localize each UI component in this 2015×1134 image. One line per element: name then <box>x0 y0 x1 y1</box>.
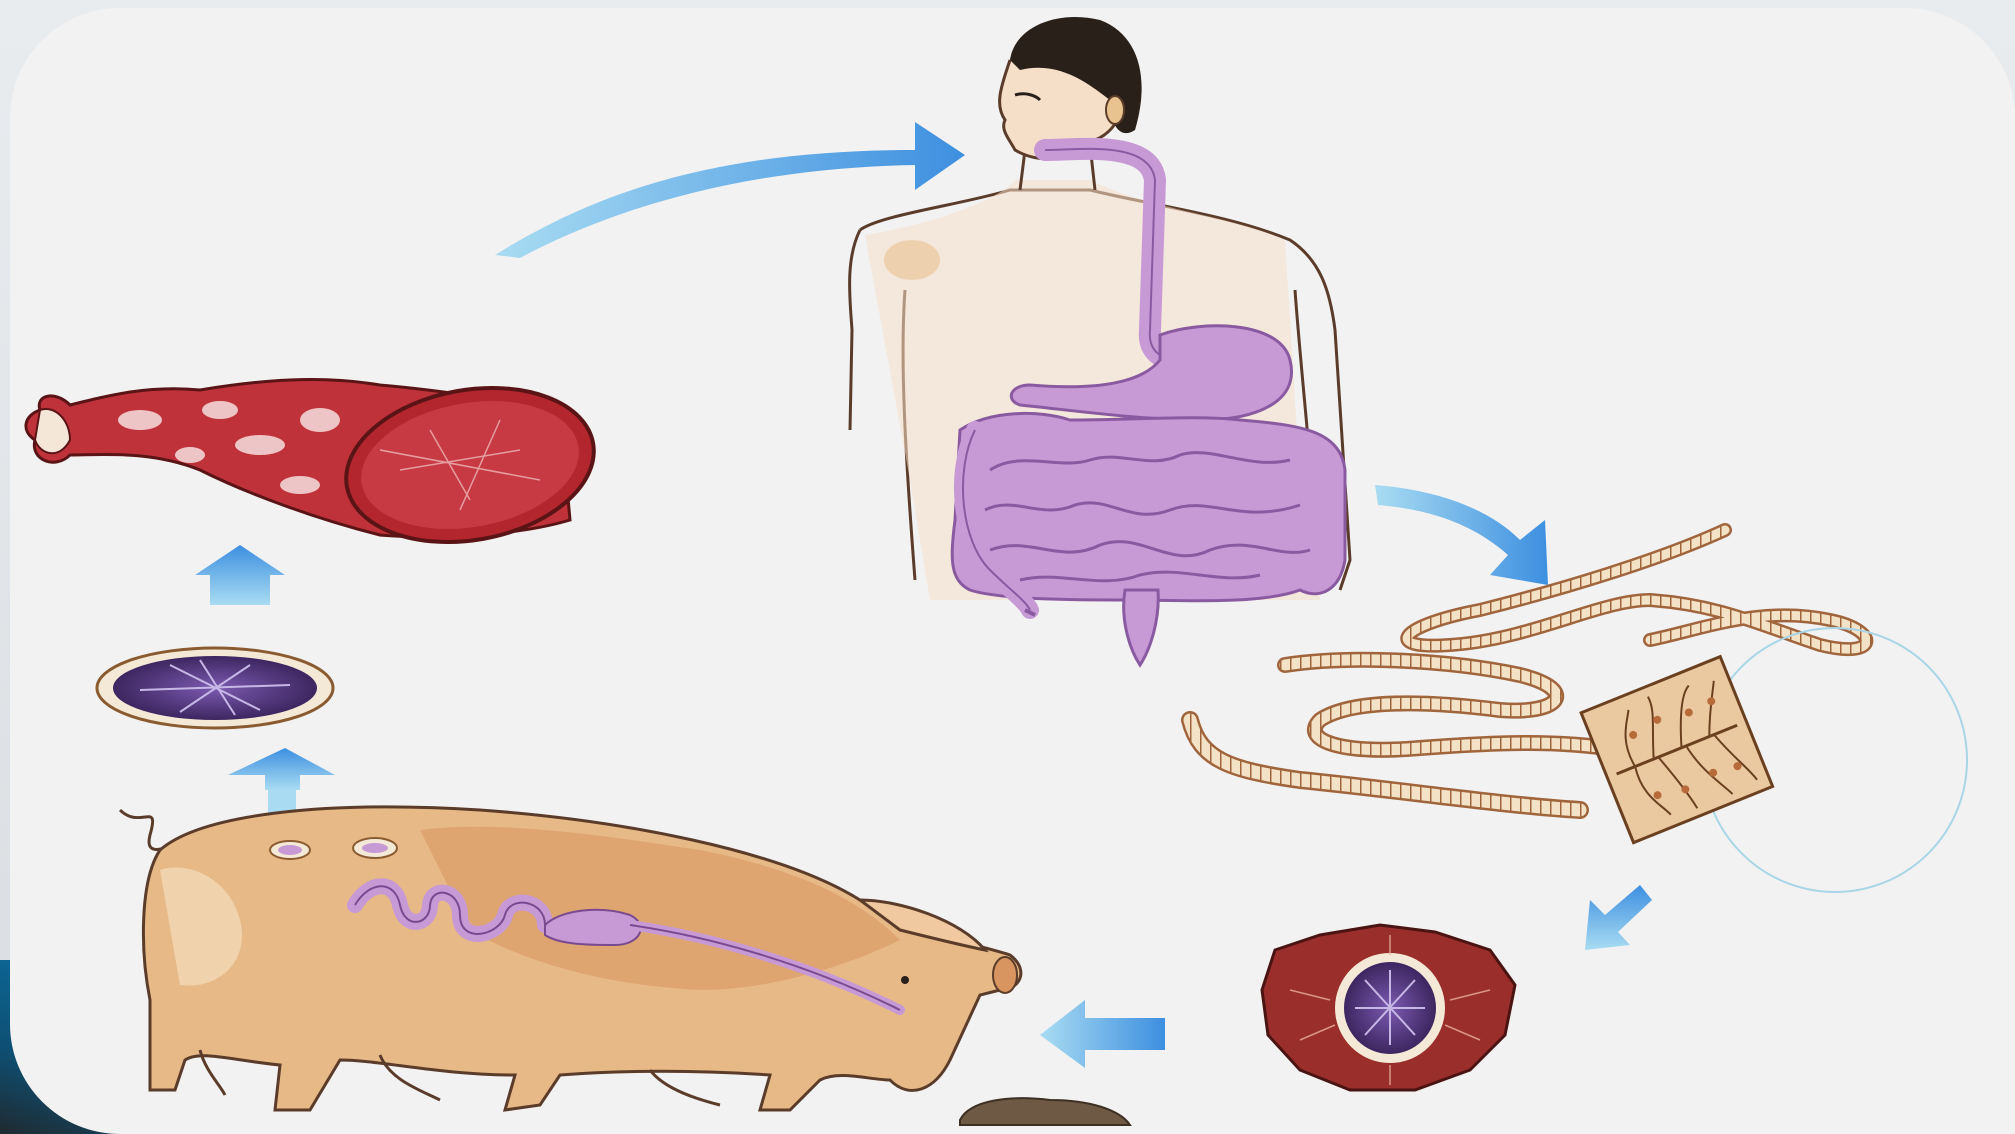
cyst-icon <box>97 648 333 728</box>
feces-icon <box>960 1098 1130 1125</box>
cycle-arrow-icon <box>1375 485 1548 585</box>
cycle-arrow-icon <box>195 545 285 605</box>
pork-meat-icon <box>26 369 606 560</box>
cycle-arrow-icon <box>228 748 335 815</box>
cycle-arrow-icon <box>1585 885 1652 950</box>
pig-icon <box>120 807 1021 1110</box>
cycle-arrow-icon <box>1040 1000 1165 1068</box>
human-digestive-icon <box>850 17 1350 665</box>
egg-icon <box>1262 925 1515 1090</box>
